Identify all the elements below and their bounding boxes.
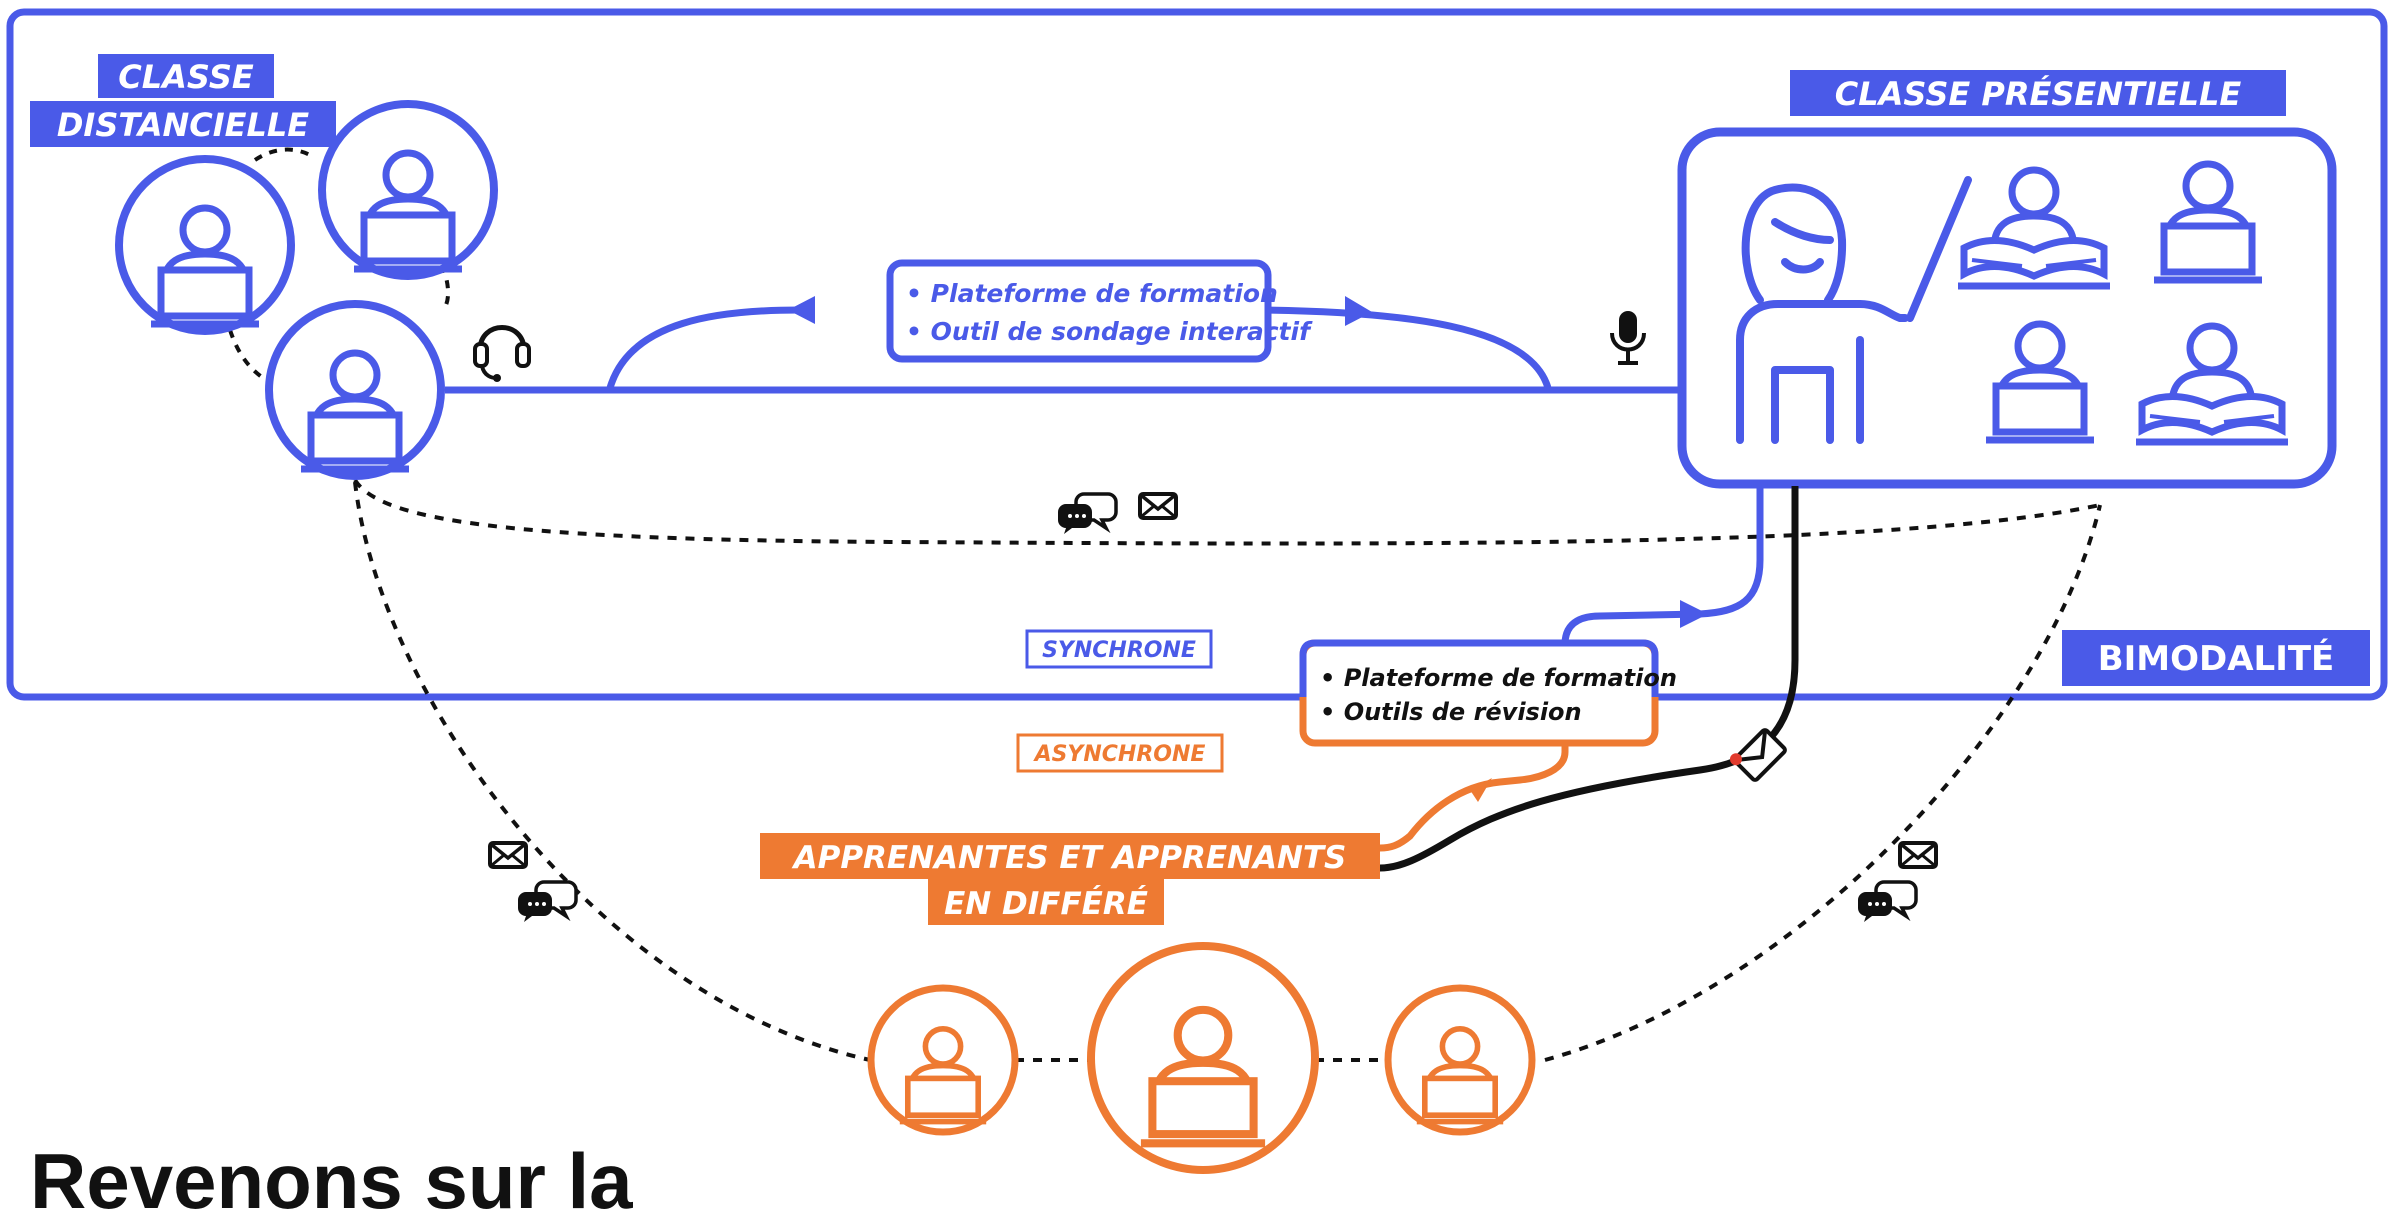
classe-distancielle-label-bg	[98, 54, 274, 98]
async-tools-box	[1299, 639, 1659, 747]
differe-title-2: EN DIFFÉRÉ	[944, 886, 1148, 922]
chat-icon	[1856, 880, 1918, 924]
classe-presentielle-label-bg	[1790, 70, 2286, 116]
differe-title-1: APPRENANTES ET APPRENANTS	[791, 840, 1347, 876]
differe-label-bg	[760, 833, 1380, 879]
sync-to-async-line	[1561, 486, 1764, 645]
mail-icon	[1898, 841, 1938, 869]
async-tools-box-top	[1299, 639, 1659, 697]
differe-label-bg	[928, 879, 1164, 925]
teacher-icon	[1736, 176, 1972, 444]
classe-distancielle-label-bg	[30, 101, 336, 147]
diagram-canvas: • Plateforme de formation • Outil de son…	[6, 8, 2388, 1174]
sync-chat-link	[353, 478, 2101, 546]
headset-icon	[473, 325, 531, 382]
asynchrone-label: ASYNCHRONE	[1033, 742, 1206, 767]
microphone-icon	[1610, 311, 1646, 365]
arrow-right	[1680, 600, 1708, 628]
sync-arc-left	[606, 306, 801, 390]
mail-icon	[1138, 492, 1178, 520]
chat-icon	[1056, 492, 1118, 536]
left-async-link	[353, 481, 871, 1062]
arrow-left	[788, 296, 815, 324]
arrow-right	[1345, 296, 1372, 326]
bimodalite-label-bg	[2062, 630, 2370, 686]
distance-link	[253, 147, 311, 162]
sync-tool-2: • Outil de sondage interactif	[906, 317, 1313, 346]
async-presentiel-line	[1379, 486, 1799, 872]
page-heading: Revenons sur la	[30, 1137, 633, 1225]
asynchrone-label-box	[1016, 733, 1224, 773]
async-orange-line	[1379, 740, 1569, 852]
bimodalite-label: BIMODALITÉ	[2098, 638, 2335, 679]
classe-presentielle-title: CLASSE PRÉSENTIELLE	[1835, 75, 2242, 113]
bimodal-diagram: • Plateforme de formation • Outil de son…	[6, 8, 2388, 1220]
mail-icon	[488, 841, 528, 869]
classe-distancielle-title-1: CLASSE	[118, 58, 254, 96]
arrow-down-left	[1470, 778, 1492, 802]
classe-distancielle-title-2: DISTANCIELLE	[57, 106, 309, 144]
mail-icon	[1729, 728, 1787, 782]
async-tool-2: • Outils de révision	[1320, 698, 1582, 726]
sync-tool-1: • Plateforme de formation	[906, 279, 1278, 308]
synchrone-label-box	[1025, 629, 1213, 669]
synchrone-label: SYNCHRONE	[1042, 638, 1196, 663]
sync-tools-box	[886, 259, 1272, 363]
bimodalite-frame	[6, 8, 2388, 701]
async-tool-1: • Plateforme de formation	[1320, 664, 1677, 692]
sync-arc-right	[1264, 306, 1552, 390]
chat-icon	[516, 880, 578, 924]
